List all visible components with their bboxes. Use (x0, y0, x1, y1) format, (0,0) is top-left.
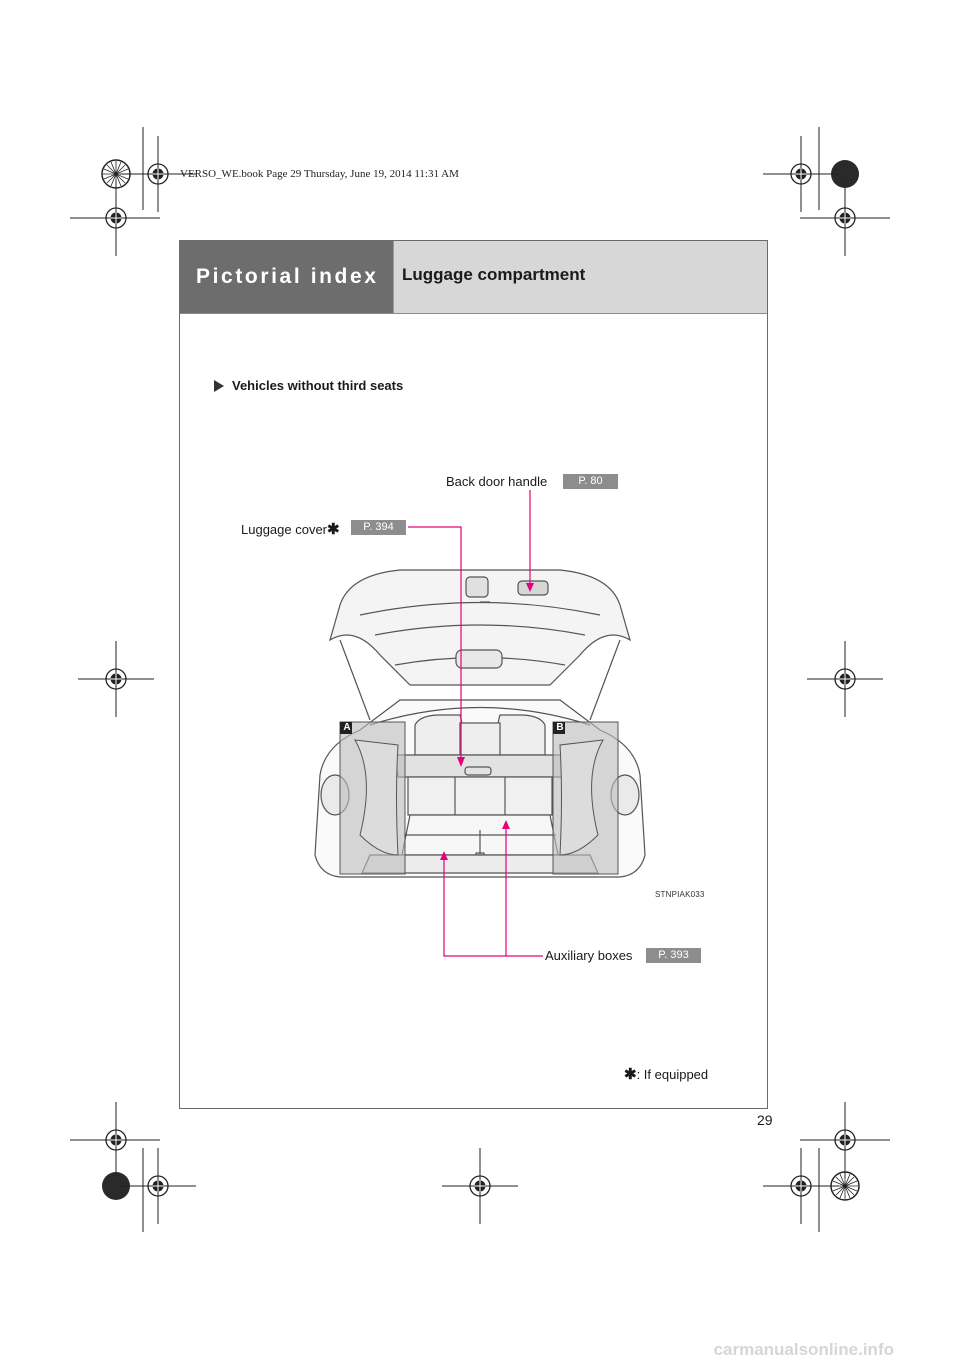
luggage-cover-label: Luggage cover✱ (241, 520, 340, 538)
registration-dot (831, 160, 859, 188)
luggage-cover-label-text: Luggage cover (241, 522, 328, 537)
watermark: carmanualsonline.info (713, 1340, 894, 1359)
if-equipped-asterisk-icon: ✱ (327, 521, 340, 538)
header-divider (180, 313, 767, 314)
panel-tag-a-label: A (343, 722, 351, 733)
registration-dot (102, 1172, 130, 1200)
file-header-info: VERSO_WE.book Page 29 Thursday, June 19,… (180, 168, 459, 180)
panel-tag-a (340, 722, 352, 734)
auxiliary-boxes-label: Auxiliary boxes (545, 948, 633, 963)
asterisk-icon: ✱ (624, 1066, 637, 1083)
auxiliary-boxes-page-ref[interactable]: P. 393 (646, 948, 701, 963)
illustration-code: STNPIAK033 (655, 890, 705, 899)
panel-tag-b-label: B (556, 722, 564, 733)
section-title: Pictorial index (180, 241, 393, 313)
page-title: Luggage compartment (393, 241, 767, 313)
section-heading: Vehicles without third seats (232, 378, 404, 393)
triangle-bullet-icon (214, 380, 224, 392)
back-door-handle-label: Back door handle (446, 474, 548, 489)
back-door-handle-page-ref[interactable]: P. 80 (563, 474, 618, 489)
luggage-cover-page-ref[interactable]: P. 394 (351, 520, 406, 535)
panel-tag-b (553, 722, 565, 734)
page-number: 29 (757, 1112, 773, 1128)
footnote: ✱: If equipped (624, 1065, 708, 1083)
luggage-compartment-illustration (314, 569, 646, 878)
footnote-text: : If equipped (636, 1067, 709, 1082)
